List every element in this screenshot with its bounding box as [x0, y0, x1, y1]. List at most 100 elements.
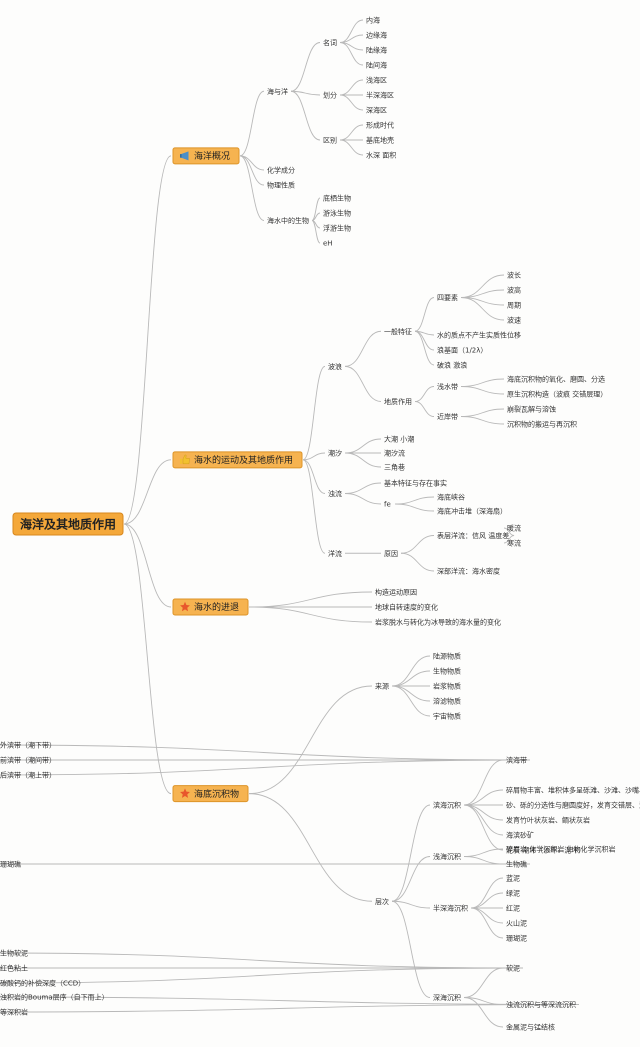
- topic-node[interactable]: 发育竹叶状灰岩、鲕状灰岩: [506, 816, 590, 825]
- main-topic[interactable]: 海底沉积物: [172, 785, 249, 803]
- topic-node[interactable]: 软泥: [506, 964, 520, 973]
- topic-node[interactable]: 地球自转速度的变化: [375, 603, 438, 612]
- topic-node[interactable]: 周期: [507, 302, 521, 310]
- topic-node[interactable]: 层次: [375, 897, 389, 906]
- topic-node[interactable]: 岩浆物质: [433, 682, 461, 691]
- topic-node[interactable]: 波长: [507, 271, 521, 280]
- topic-node[interactable]: 砂、砾的分选性与磨圆度好，发育交错层、泥裂、波痕、虫迹: [506, 801, 640, 810]
- topic-node[interactable]: fe: [384, 501, 391, 509]
- topic-node[interactable]: 宇宙物质: [433, 712, 461, 721]
- topic-node[interactable]: 碎屑岩 化学沉积岩 生物化学沉积岩: [506, 845, 615, 854]
- topic-node[interactable]: 海底峡谷: [437, 493, 465, 502]
- topic-node[interactable]: 构造运动原因: [375, 588, 417, 597]
- topic-node[interactable]: 原生沉积构造（波痕 交错层理）: [507, 390, 607, 399]
- topic-node[interactable]: 红色粘土: [0, 964, 28, 973]
- topic-node[interactable]: 地质作用: [384, 397, 412, 406]
- topic-node[interactable]: 洋流: [328, 549, 342, 558]
- topic-node[interactable]: 溶滤物质: [433, 697, 461, 706]
- topic-node[interactable]: 破浪 激浪: [437, 361, 467, 370]
- topic-node[interactable]: 潮汐流: [384, 449, 405, 458]
- topic-node[interactable]: 边缘海: [366, 31, 387, 40]
- topic-node[interactable]: 等深积岩: [0, 1008, 28, 1017]
- topic-node[interactable]: 化学成分: [267, 166, 295, 175]
- topic-node[interactable]: 基底地壳: [366, 136, 394, 145]
- topic-node[interactable]: 生物礁: [506, 860, 527, 869]
- topic-node[interactable]: 潮汐: [328, 449, 342, 458]
- topic-node[interactable]: 沉积物的搬运与再沉积: [507, 420, 577, 429]
- topic-node[interactable]: 表层洋流：信风 温度差: [437, 531, 509, 540]
- topic-node[interactable]: 近岸带: [437, 412, 458, 421]
- topic-node[interactable]: 陆源物质: [433, 652, 461, 661]
- central-topic[interactable]: 海洋及其地质作用: [12, 512, 124, 536]
- topic-node[interactable]: 后滨带（潮上带）: [0, 771, 56, 780]
- topic-node[interactable]: 浊积岩的Bouma层序（自下而上）: [0, 993, 109, 1002]
- topic-node[interactable]: 游泳生物: [323, 209, 351, 218]
- topic-node[interactable]: 形成时代: [366, 121, 394, 130]
- topic-node[interactable]: 海底沉积物的氧化、磨圆、分选: [507, 375, 605, 384]
- topic-node[interactable]: 碎屑物丰富、堆积体多呈砾滩、沙滩、沙嘴、沙坝: [506, 786, 640, 795]
- topic-node[interactable]: 生物软泥: [0, 949, 28, 958]
- topic-node[interactable]: 泥炭 潮坪（沙坪、泥坪）: [506, 846, 585, 855]
- topic-node[interactable]: 名词: [323, 38, 337, 47]
- topic-node[interactable]: 波浪: [328, 362, 342, 371]
- topic-node[interactable]: 海与洋: [267, 87, 288, 96]
- topic-node[interactable]: 物理性质: [267, 181, 295, 190]
- topic-node[interactable]: 深部洋流：海水密度: [437, 567, 500, 576]
- topic-node[interactable]: 来源: [375, 682, 389, 691]
- topic-node[interactable]: 寒流: [507, 539, 521, 548]
- topic-node[interactable]: 底栖生物: [323, 194, 351, 203]
- topic-node[interactable]: 水深 面积: [366, 151, 396, 160]
- topic-node[interactable]: 区别: [323, 136, 337, 145]
- topic-node[interactable]: 陆缘海: [366, 46, 387, 55]
- topic-node[interactable]: 海水中的生物: [267, 216, 309, 225]
- topic-node[interactable]: 深海沉积: [433, 993, 461, 1002]
- topic-node[interactable]: 划分: [323, 91, 337, 100]
- topic-node[interactable]: 崩裂瓦解与溶蚀: [507, 405, 556, 414]
- topic-node[interactable]: 碳酸钙的补偿深度（CCD）: [0, 979, 85, 988]
- topic-node[interactable]: 前滨带（潮间带）: [0, 756, 56, 765]
- topic-node[interactable]: 陆间海: [366, 61, 387, 70]
- topic-node[interactable]: 浅海区: [366, 76, 387, 85]
- topic-node[interactable]: 半深海沉积: [433, 904, 468, 913]
- topic-node[interactable]: 原因: [384, 550, 398, 558]
- topic-node[interactable]: 半深海区: [366, 91, 394, 100]
- topic-node[interactable]: 火山泥: [506, 919, 527, 928]
- topic-node[interactable]: 滨海沉积: [433, 801, 461, 810]
- topic-node[interactable]: 金属泥与锰结核: [506, 1023, 555, 1032]
- main-topic[interactable]: 海水的进退: [172, 598, 249, 616]
- topic-node[interactable]: 浊流: [328, 489, 342, 498]
- topic-node[interactable]: 浊流沉积与等深流沉积: [506, 1000, 576, 1009]
- topic-node[interactable]: 绿泥: [506, 889, 520, 898]
- topic-node[interactable]: 岩浆脱水与转化为冰导致的海水量的变化: [375, 618, 501, 627]
- topic-node[interactable]: 水的质点不产生实质性位移: [437, 331, 521, 340]
- topic-node[interactable]: 浪基面（1/2λ）: [437, 346, 487, 355]
- topic-node[interactable]: 四要素: [437, 293, 458, 302]
- topic-node[interactable]: 蓝泥: [506, 874, 520, 883]
- topic-node[interactable]: 大潮 小潮: [384, 435, 414, 444]
- main-topic[interactable]: 海水的运动及其地质作用: [172, 451, 303, 469]
- topic-node[interactable]: 浮游生物: [323, 224, 351, 233]
- topic-node[interactable]: 浅水带: [437, 382, 458, 391]
- topic-node[interactable]: 波速: [507, 316, 521, 325]
- topic-node[interactable]: eH: [323, 240, 333, 248]
- topic-node[interactable]: 生物物质: [433, 667, 461, 676]
- topic-label: eH: [323, 240, 333, 248]
- topic-node[interactable]: 海底冲击堆（深海扇）: [437, 507, 507, 516]
- topic-node[interactable]: 红泥: [506, 904, 520, 913]
- main-topic[interactable]: 海洋概况: [172, 147, 240, 165]
- topic-node[interactable]: 暖流: [507, 524, 521, 533]
- topic-node[interactable]: 深海区: [366, 106, 387, 115]
- topic-node[interactable]: 一般特征: [384, 327, 412, 336]
- connector-line: [302, 459, 326, 494]
- connector-line: [0, 1004, 580, 1013]
- topic-node[interactable]: 三角巷: [384, 463, 405, 472]
- topic-node[interactable]: 珊瑚礁: [0, 860, 21, 869]
- topic-node[interactable]: 内海: [366, 16, 380, 25]
- topic-node[interactable]: 珊瑚泥: [506, 934, 527, 943]
- topic-node[interactable]: 基本特征与存在事实: [384, 479, 447, 488]
- topic-node[interactable]: 波高: [507, 286, 521, 295]
- topic-node[interactable]: 浅海沉积: [433, 852, 461, 861]
- topic-node[interactable]: 滨海带: [506, 756, 527, 765]
- topic-node[interactable]: 海滨砂矿: [506, 831, 534, 840]
- topic-node[interactable]: 外滨带（潮下带）: [0, 741, 56, 750]
